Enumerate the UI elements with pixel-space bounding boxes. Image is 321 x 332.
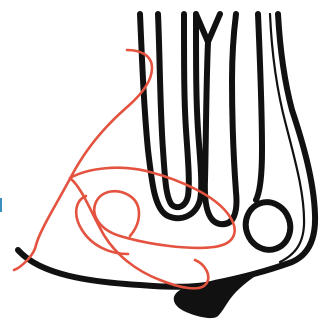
ring-loop [239, 196, 297, 256]
bottom-blob [174, 272, 262, 318]
blue-margin-mark [0, 198, 2, 212]
red-path-outer [14, 50, 152, 270]
right-tube [256, 14, 262, 200]
